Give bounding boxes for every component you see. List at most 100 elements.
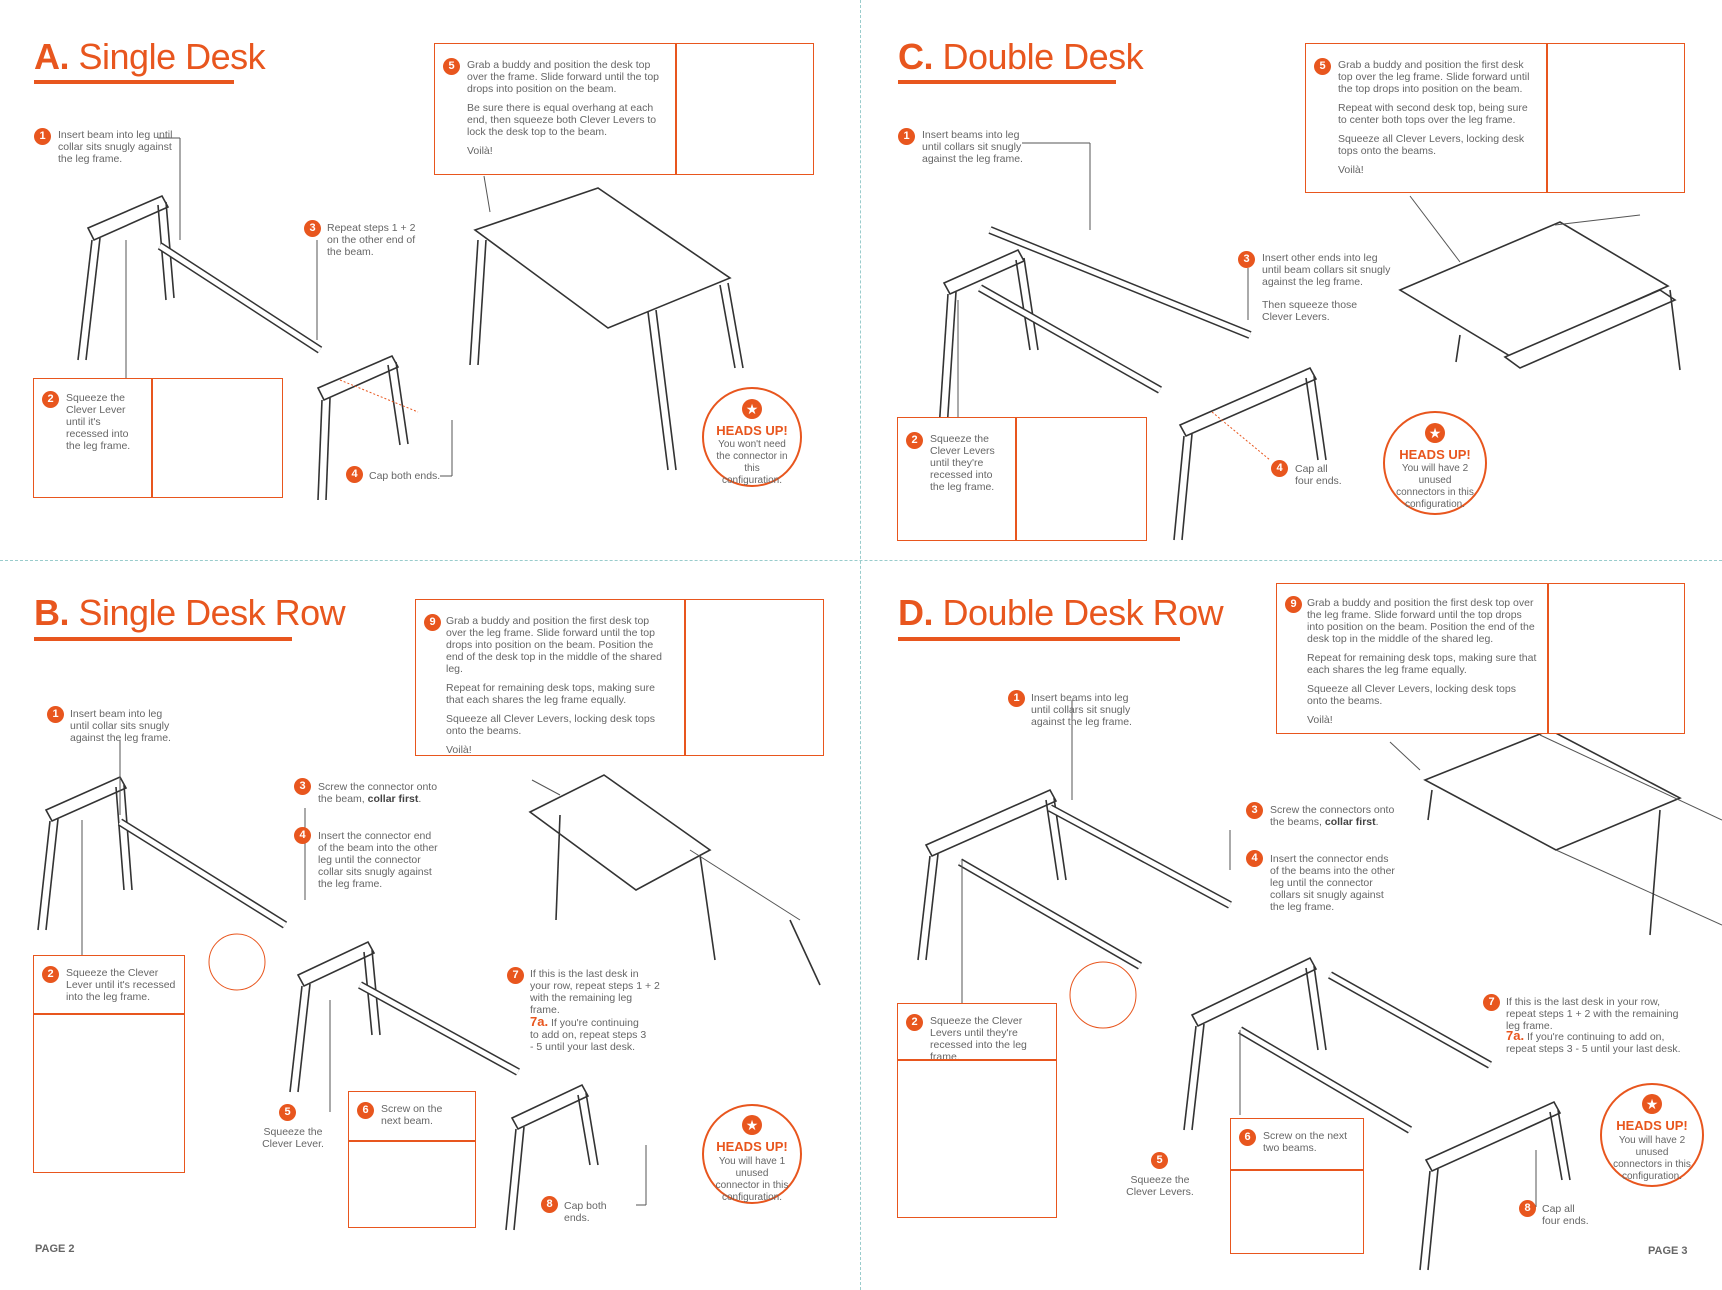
page-number-right: PAGE 3 <box>1648 1245 1688 1257</box>
callout-divider <box>1231 1169 1363 1171</box>
section-c-step-3-note: Then squeeze those Clever Levers. <box>1262 299 1362 323</box>
section-a-heads-up: ★ HEADS UP! You won't need the connector… <box>702 387 802 487</box>
section-d-step-7a-text: 7a. If you're continuing to add on, repe… <box>1506 1030 1686 1055</box>
section-b-title: B. Single Desk Row <box>34 592 345 634</box>
section-a-step-4-text: Cap both ends. <box>369 470 449 482</box>
step-3-badge: 3 <box>294 778 311 795</box>
section-b-step-5-text: Squeeze the Clever Lever. <box>258 1126 328 1150</box>
section-c-step-5-text: Grab a buddy and position the first desk… <box>1338 59 1538 183</box>
section-a-title-rule <box>34 80 234 84</box>
section-d-step-2-text: Squeeze the Clever Levers until they're … <box>930 1015 1050 1063</box>
section-a-step-5-text: Grab a buddy and position the desk top o… <box>467 59 667 164</box>
callout-divider <box>151 379 153 497</box>
step-1-badge: 1 <box>47 706 64 723</box>
section-b-heads-up: ★ HEADS UP! You will have 1 unused conne… <box>702 1104 802 1204</box>
step-5-badge: 5 <box>1151 1152 1168 1169</box>
section-a-title: A. Single Desk <box>34 36 265 78</box>
step-1-badge: 1 <box>1008 690 1025 707</box>
star-icon: ★ <box>742 1115 762 1135</box>
section-b-step-3-text: Screw the connector onto the beam, colla… <box>318 781 453 805</box>
step-1-badge: 1 <box>34 128 51 145</box>
step-3-badge: 3 <box>1238 251 1255 268</box>
step-4-badge: 4 <box>346 466 363 483</box>
section-c-step-1-text: Insert beams into leg until collars sit … <box>922 129 1027 165</box>
step-3-badge: 3 <box>304 220 321 237</box>
section-d-step-7-text: If this is the last desk in your row, re… <box>1506 996 1686 1032</box>
star-icon: ★ <box>1642 1094 1662 1114</box>
heads-up-text: You won't need the connector in this con… <box>714 439 790 487</box>
step-2-badge: 2 <box>42 391 59 408</box>
page-number-left: PAGE 2 <box>35 1243 75 1255</box>
section-b-step-8-text: Cap both ends. <box>564 1200 634 1224</box>
section-d-step-6-text: Screw on the next two beams. <box>1263 1130 1348 1154</box>
section-b-step-2-text: Squeeze the Clever Lever until it's rece… <box>66 967 178 1003</box>
section-a-step-2-callout: 2 Squeeze the Clever Lever until it's re… <box>33 378 283 498</box>
heads-up-text: You will have 2 unused connectors in thi… <box>1395 463 1475 511</box>
section-b-step-2-callout: 2 Squeeze the Clever Lever until it's re… <box>33 955 185 1173</box>
section-b-title-rule <box>34 637 292 641</box>
section-d-title-rule <box>898 637 1180 641</box>
section-a-step-1-text: Insert beam into leg until collar sits s… <box>58 129 173 165</box>
heads-up-title: HEADS UP! <box>704 423 800 438</box>
callout-divider <box>898 1059 1056 1061</box>
section-c-step-4-text: Cap all four ends. <box>1295 463 1345 487</box>
section-c-step-2-text: Squeeze the Clever Levers until they're … <box>930 433 1005 493</box>
section-a-step-5-callout: 5 Grab a buddy and position the desk top… <box>434 43 814 175</box>
section-d-step-3-text: Screw the connectors onto the beams, col… <box>1270 804 1400 828</box>
step-9-badge: 9 <box>424 614 441 631</box>
section-b-step-4-text: Insert the connector end of the beam int… <box>318 830 438 890</box>
step-5-badge: 5 <box>279 1104 296 1121</box>
callout-divider <box>349 1140 475 1142</box>
callout-divider <box>675 44 677 174</box>
star-icon: ★ <box>742 399 762 419</box>
callout-divider <box>34 1013 184 1015</box>
callout-divider <box>1547 584 1549 733</box>
section-d-heads-up: ★ HEADS UP! You will have 2 unused conne… <box>1600 1083 1704 1187</box>
section-c-step-3-text: Insert other ends into leg until beam co… <box>1262 252 1392 288</box>
step-2-badge: 2 <box>42 966 59 983</box>
section-d-step-5-text: Squeeze the Clever Levers. <box>1124 1174 1196 1198</box>
section-d-title: D. Double Desk Row <box>898 592 1223 634</box>
section-d-step-2-callout: 2 Squeeze the Clever Levers until they'r… <box>897 1003 1057 1218</box>
section-c-heads-up: ★ HEADS UP! You will have 2 unused conne… <box>1383 411 1487 515</box>
step-1-badge: 1 <box>898 128 915 145</box>
step-8-badge: 8 <box>541 1196 558 1213</box>
callout-divider <box>1546 44 1548 192</box>
heads-up-title: HEADS UP! <box>704 1139 800 1154</box>
step-5-badge: 5 <box>1314 58 1331 75</box>
heads-up-text: You will have 2 unused connectors in thi… <box>1612 1135 1692 1183</box>
section-c-step-2-callout: 2 Squeeze the Clever Levers until they'r… <box>897 417 1147 541</box>
step-7-badge: 7 <box>507 967 524 984</box>
step-4-badge: 4 <box>294 827 311 844</box>
step-2-badge: 2 <box>906 432 923 449</box>
section-b-step-9-text: Grab a buddy and position the first desk… <box>446 615 671 763</box>
section-c-title: C. Double Desk <box>898 36 1143 78</box>
section-d-step-9-callout: 9 Grab a buddy and position the first de… <box>1276 583 1685 734</box>
step-7-badge: 7 <box>1483 994 1500 1011</box>
step-4-badge: 4 <box>1271 460 1288 477</box>
step-6-badge: 6 <box>357 1102 374 1119</box>
step-5-badge: 5 <box>443 58 460 75</box>
section-b-step-1-text: Insert beam into leg until collar sits s… <box>70 708 175 744</box>
step-4-badge: 4 <box>1246 850 1263 867</box>
section-b-step-7-text: If this is the last desk in your row, re… <box>530 968 660 1016</box>
heads-up-title: HEADS UP! <box>1385 447 1485 462</box>
section-d-step-8-text: Cap all four ends. <box>1542 1203 1592 1227</box>
step-6-badge: 6 <box>1239 1129 1256 1146</box>
callout-divider <box>1015 418 1017 540</box>
section-b-step-9-callout: 9 Grab a buddy and position the first de… <box>415 599 824 756</box>
section-d-step-1-text: Insert beams into leg until collars sit … <box>1031 692 1136 728</box>
section-a-step-2-text: Squeeze the Clever Lever until it's rece… <box>66 392 144 452</box>
section-b-step-6-callout: 6 Screw on the next beam. <box>348 1091 476 1228</box>
step-2-badge: 2 <box>906 1014 923 1031</box>
section-d-step-9-text: Grab a buddy and position the first desk… <box>1307 597 1537 733</box>
section-d-step-6-callout: 6 Screw on the next two beams. <box>1230 1118 1364 1254</box>
section-b-step-6-text: Screw on the next beam. <box>381 1103 461 1127</box>
section-d-step-4-text: Insert the connector ends of the beams i… <box>1270 853 1395 913</box>
section-c-step-5-callout: 5 Grab a buddy and position the first de… <box>1305 43 1685 193</box>
step-3-badge: 3 <box>1246 802 1263 819</box>
section-b-step-7a-text: 7a. If you're continuing to add on, repe… <box>530 1016 650 1053</box>
callout-divider <box>684 600 686 755</box>
section-a-step-3-text: Repeat steps 1 + 2 on the other end of t… <box>327 222 417 258</box>
heads-up-title: HEADS UP! <box>1602 1118 1702 1133</box>
